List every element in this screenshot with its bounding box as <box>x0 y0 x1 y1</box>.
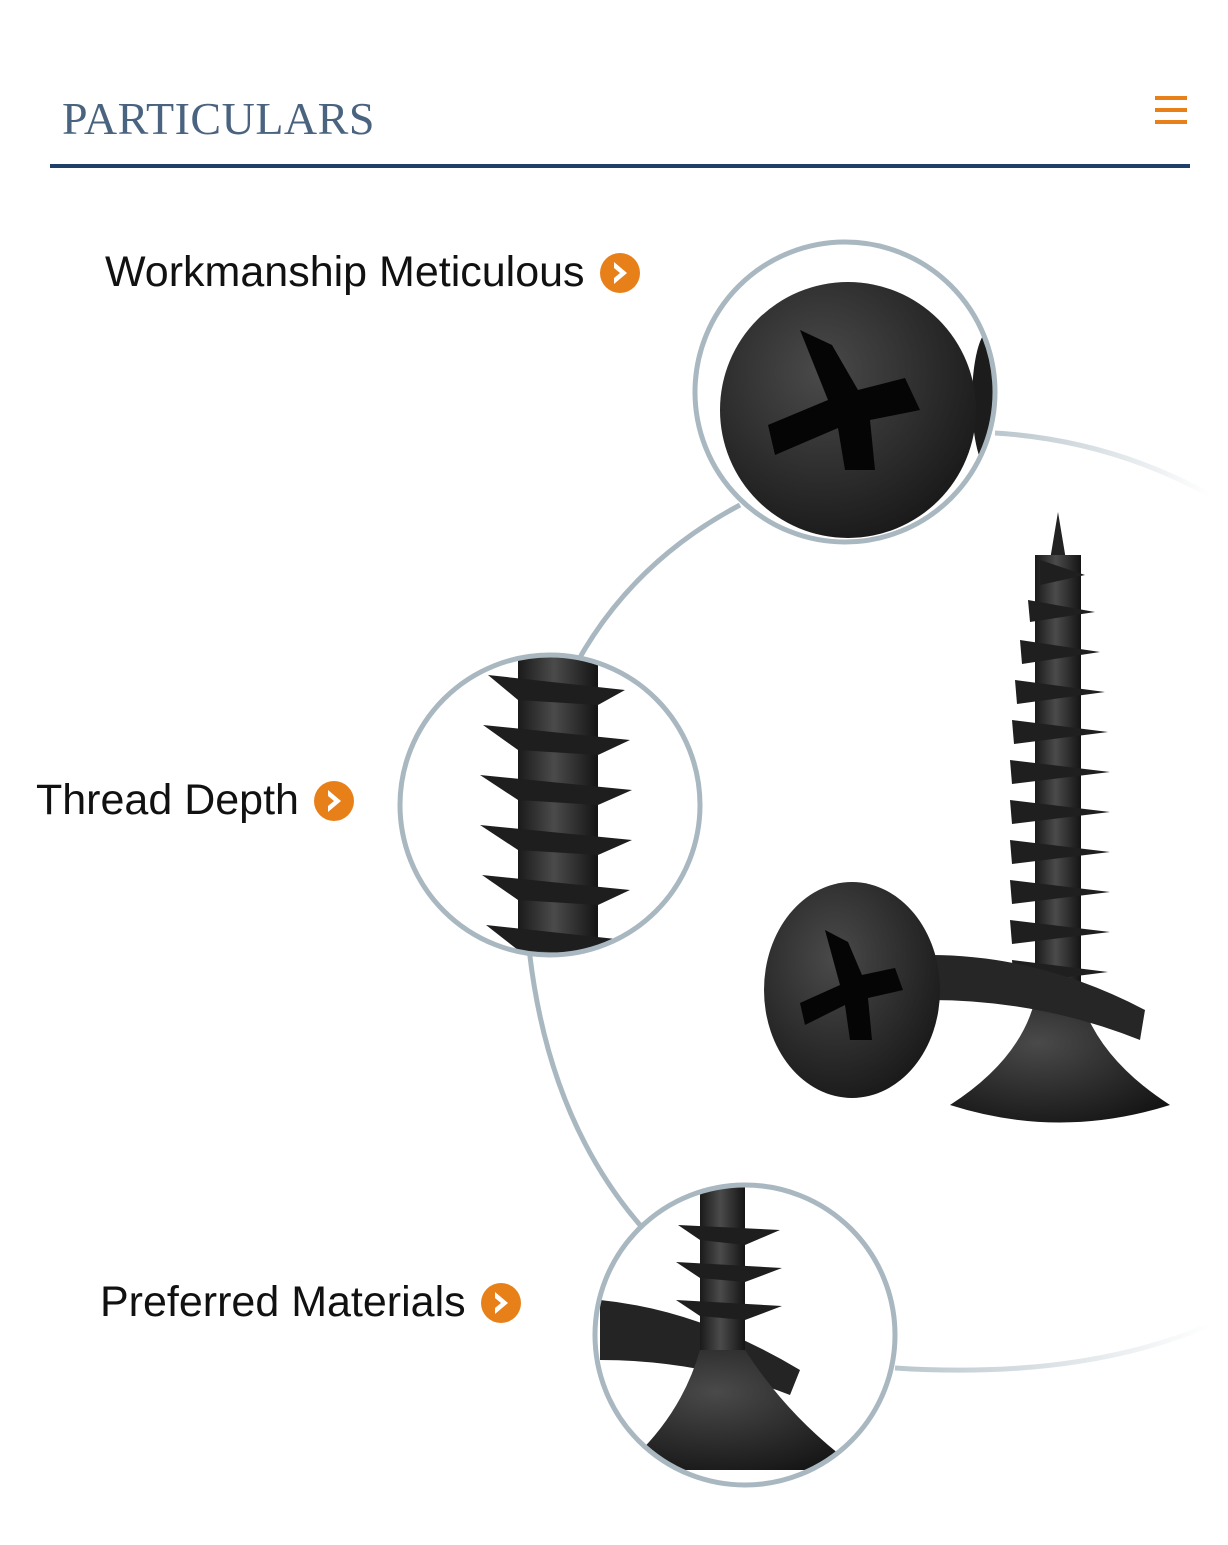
zoom-circle-head <box>692 239 998 545</box>
hamburger-menu-icon[interactable] <box>1155 96 1187 128</box>
feature-label: Thread Depth <box>36 776 299 824</box>
page-title: PARTICULARS <box>62 93 375 144</box>
header-divider <box>50 164 1190 168</box>
feature-label: Workmanship Meticulous <box>105 248 585 296</box>
chevron-right-icon <box>480 1282 521 1323</box>
connector-arc-bottom <box>894 1322 1211 1373</box>
screw-standing <box>950 512 1170 1123</box>
feature-preferred-materials: Preferred Materials <box>100 1278 522 1327</box>
connector-arc-top <box>994 430 1212 498</box>
screw-lying <box>764 882 1145 1098</box>
zoom-circle-material <box>592 1182 898 1488</box>
chevron-right-icon <box>313 780 354 821</box>
feature-label: Preferred Materials <box>100 1278 466 1326</box>
feature-thread-depth: Thread Depth <box>36 776 355 825</box>
chevron-right-icon <box>599 252 640 293</box>
zoom-circle-thread <box>397 652 703 958</box>
feature-workmanship: Workmanship Meticulous <box>105 248 641 297</box>
